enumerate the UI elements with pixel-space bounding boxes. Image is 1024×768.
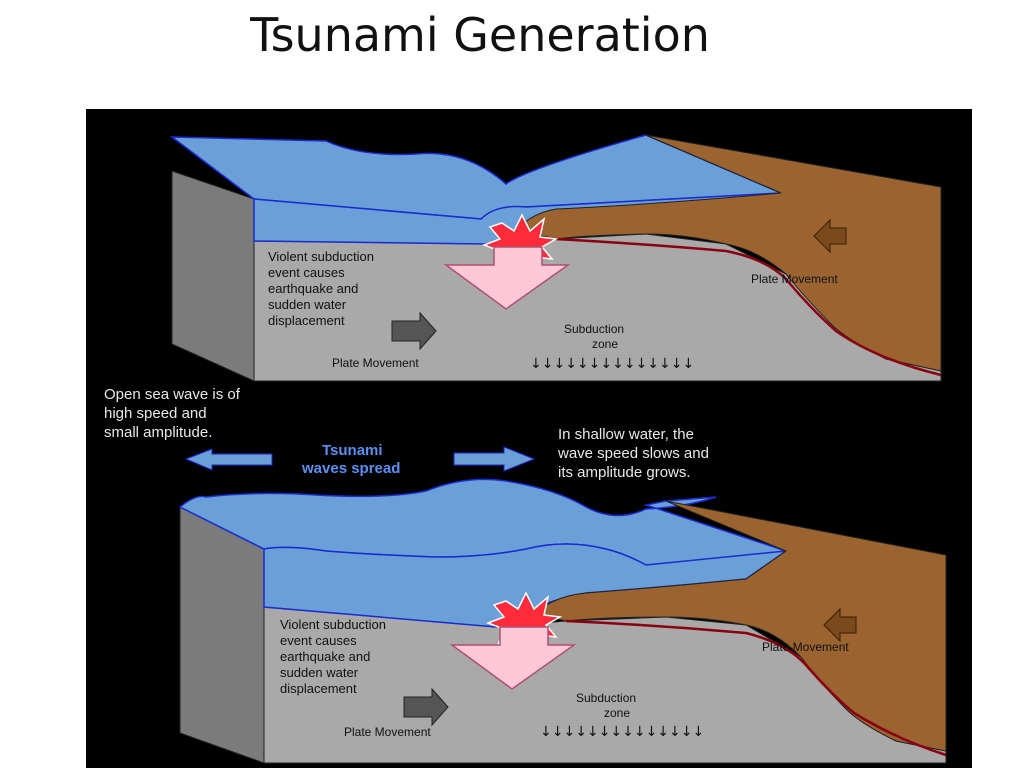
bottom-subduction-line-2: zone [604,706,630,720]
diagram-svg: Violent subduction event causes earthqua… [104,134,947,764]
bottom-subduction-arrows: ↓↓↓↓↓↓↓↓↓↓↓↓↓↓ [540,724,704,740]
top-subduction-arrows: ↓↓↓↓↓↓↓↓↓↓↓↓↓↓ [530,356,694,372]
right-spread-arrow [453,446,536,472]
tsunami-label-line-1: Tsunami [322,442,383,459]
bottom-subduction-line-1: Subduction [576,691,636,705]
top-displacement-arrow [443,246,571,310]
open-sea-line-3: small amplitude. [104,424,212,441]
top-land [505,134,942,372]
top-plate-movement-left: Plate Movement [332,356,419,370]
middle-annotations: Open sea wave is of high speed and small… [104,386,709,481]
bottom-event-line-4: sudden water [280,665,359,680]
bottom-block-side [179,506,265,764]
bottom-event-line-2: event causes [280,633,357,648]
top-plate-boundary [555,237,942,377]
bottom-event-line-3: earthquake and [280,649,370,664]
left-spread-arrow [184,448,273,471]
top-event-line-5: displacement [268,313,345,328]
open-sea-line-2: high speed and [104,405,207,422]
bottom-plate-movement-right: Plate Movement [762,640,849,654]
bottom-plate-arrow-left [823,607,857,643]
bottom-event-line-1: Violent subduction [280,617,386,632]
bottom-plate-boundary [565,619,947,757]
top-plate-arrow-left [813,218,847,254]
top-panel: Violent subduction event causes earthqua… [169,134,942,382]
top-plate-arrow-right [391,311,437,351]
top-subduction-line-2: zone [592,337,618,351]
shallow-line-1: In shallow water, the [558,426,694,443]
bottom-displacement-arrow [449,626,577,690]
slide-title: Tsunami Generation [250,8,710,62]
bottom-panel: Violent subduction event causes earthqua… [178,478,947,764]
shallow-line-3: its amplitude grows. [558,464,691,481]
bottom-plate-arrow-right [403,687,449,727]
top-event-line-3: earthquake and [268,281,358,296]
top-event-line-2: event causes [268,265,345,280]
open-sea-line-1: Open sea wave is of [104,386,241,403]
top-event-line-1: Violent subduction [268,249,374,264]
tsunami-diagram: Violent subduction event causes earthqua… [86,109,972,768]
top-event-line-4: sudden water [268,297,347,312]
bottom-event-line-5: displacement [280,681,357,696]
top-subduction-line-1: Subduction [564,322,624,336]
top-block-side [171,170,255,382]
top-plate-movement-right: Plate Movement [751,272,838,286]
shallow-line-2: wave speed slows and [557,445,709,462]
bottom-plate-movement-left: Plate Movement [344,725,431,739]
tsunami-label-line-2: waves spread [301,460,400,477]
